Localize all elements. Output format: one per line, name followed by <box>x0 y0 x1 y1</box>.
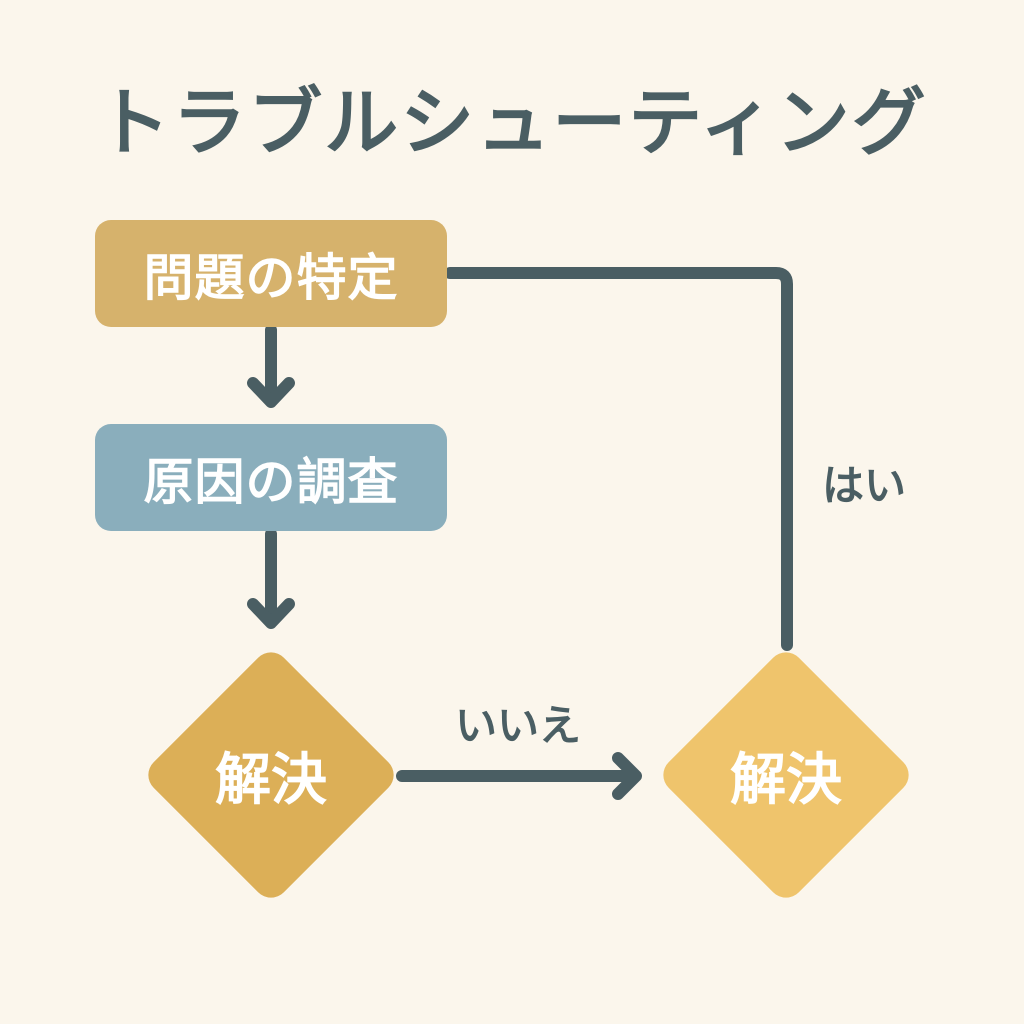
decision-label: 解決 <box>730 747 842 813</box>
diagram-title: トラブルシューティング <box>96 80 928 166</box>
line-yes-loop <box>444 267 793 651</box>
arrowhead-investigate-to-decision <box>247 598 295 629</box>
decision-resolved-right: 解決 <box>655 644 917 906</box>
arrowhead-no <box>612 752 642 800</box>
arrowhead-identify-to-investigate <box>247 377 295 408</box>
edge-label-no: いいえ <box>455 701 582 750</box>
decision-resolved-left: 解決 <box>140 644 402 906</box>
step-investigate-cause: 原因の調査 <box>95 424 447 531</box>
decision-label: 解決 <box>215 747 327 813</box>
edge-label-yes: はい <box>822 461 907 510</box>
step-identify-problem: 問題の特定 <box>95 220 447 327</box>
